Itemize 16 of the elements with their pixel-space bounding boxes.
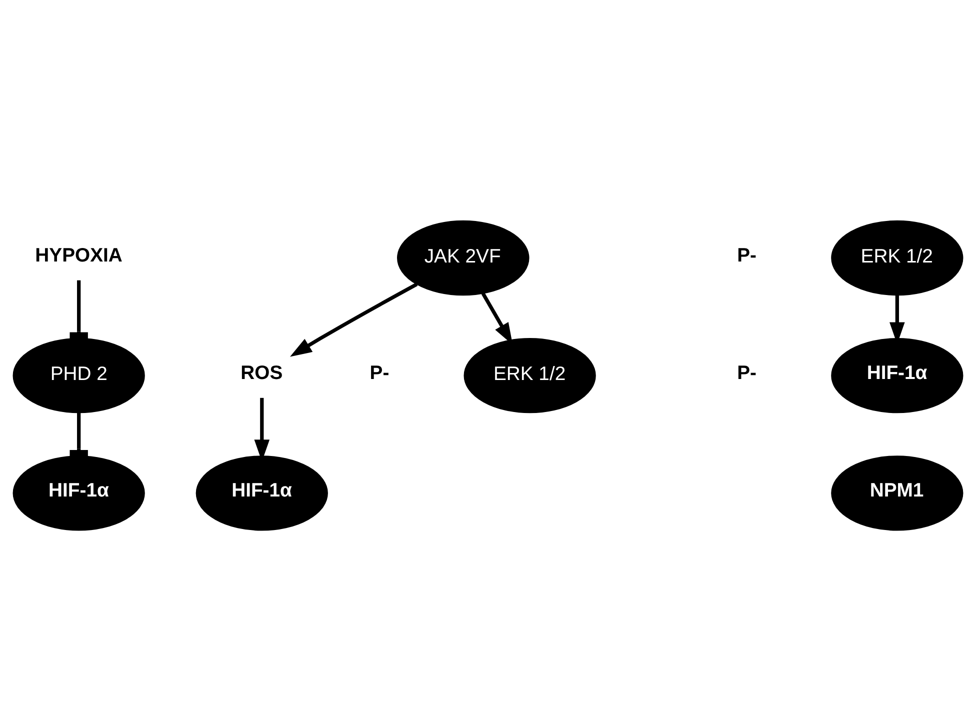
connector <box>70 280 88 339</box>
node-ellipse: NPM1 <box>831 456 964 531</box>
node-ellipse: HIF-1α <box>12 456 145 531</box>
node-ellipse: HIF-1α <box>196 456 328 531</box>
node-ellipse: JAK 2VF <box>397 220 530 296</box>
node-ellipse: ERK 1/2 <box>831 220 964 296</box>
node-ellipse: HIF-1α <box>831 338 964 414</box>
connector <box>70 412 88 457</box>
node-label: P- <box>737 362 757 384</box>
node-label: P- <box>737 244 757 266</box>
node-ellipse: ERK 1/2 <box>464 338 596 414</box>
node-text: HYPOXIA <box>35 244 122 266</box>
node-label: P- <box>370 362 390 384</box>
node-text: ROS <box>240 362 283 384</box>
node-ellipse: PHD 2 <box>12 338 145 414</box>
arrow <box>290 282 418 357</box>
